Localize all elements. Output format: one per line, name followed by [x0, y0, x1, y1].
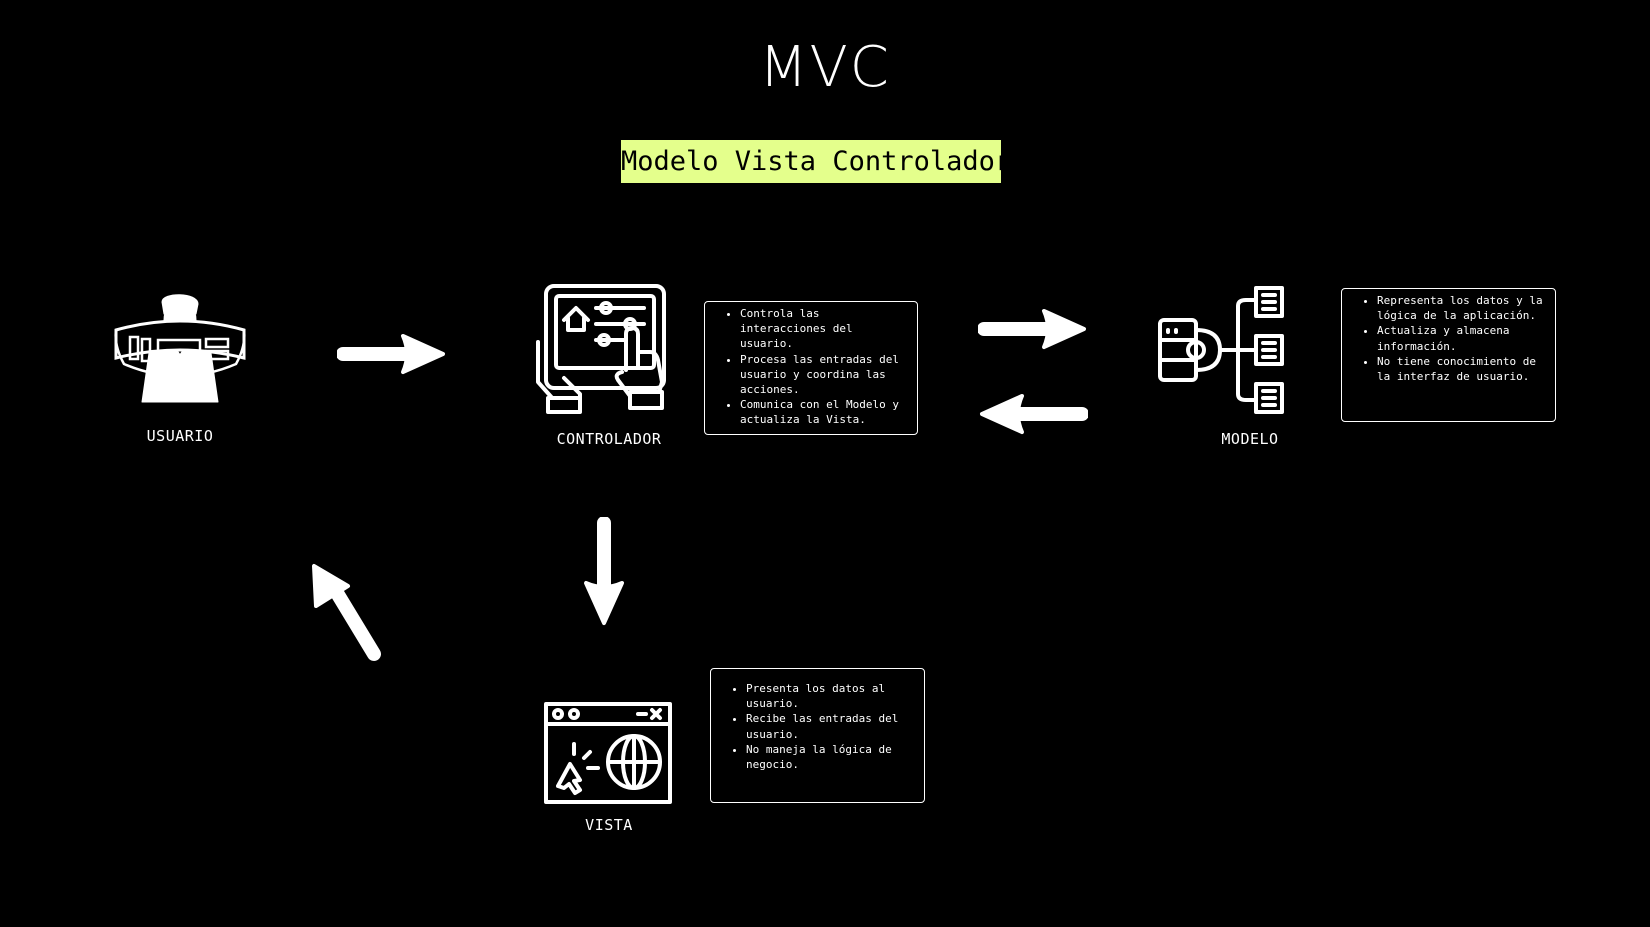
browser-window-globe-icon [544, 702, 672, 804]
modelo-description: Representa los datos y la lógica de la a… [1341, 288, 1556, 422]
modelo-point: No tiene conocimiento de la interfaz de … [1377, 354, 1545, 384]
user-screens-icon [114, 294, 246, 403]
diagram-title: MVC [759, 35, 891, 100]
vista-point: Presenta los datos al usuario. [746, 681, 914, 711]
usuario-label: USUARIO [146, 427, 214, 445]
controlador-point: Comunica con el Modelo y actualiza la Vi… [740, 397, 907, 427]
diagram-subtitle: Modelo Vista Controlador [621, 140, 1011, 183]
database-network-icon [1158, 286, 1284, 414]
controlador-point: Procesa las entradas del usuario y coord… [740, 352, 907, 398]
vista-description: Presenta los datos al usuario. Recibe la… [710, 668, 925, 803]
controlador-description: Controla las interacciones del usuario. … [704, 301, 918, 435]
arrow-modelo-to-controlador [980, 394, 1088, 434]
modelo-point: Representa los datos y la lógica de la a… [1377, 293, 1545, 323]
vista-label: VISTA [585, 816, 633, 834]
modelo-point: Actualiza y almacena información. [1377, 323, 1545, 353]
vista-point: Recibe las entradas del usuario. [746, 711, 914, 741]
controlador-point: Controla las interacciones del usuario. [740, 306, 907, 352]
arrow-vista-to-usuario [312, 564, 381, 661]
vista-point: No maneja la lógica de negocio. [746, 742, 914, 772]
arrow-controlador-to-vista [584, 517, 624, 625]
controlador-label: CONTROLADOR [556, 430, 662, 448]
modelo-label: MODELO [1221, 430, 1279, 448]
arrow-controlador-to-modelo [978, 309, 1086, 349]
tablet-touch-controls-icon [536, 284, 666, 414]
arrow-usuario-to-controlador [337, 334, 445, 374]
